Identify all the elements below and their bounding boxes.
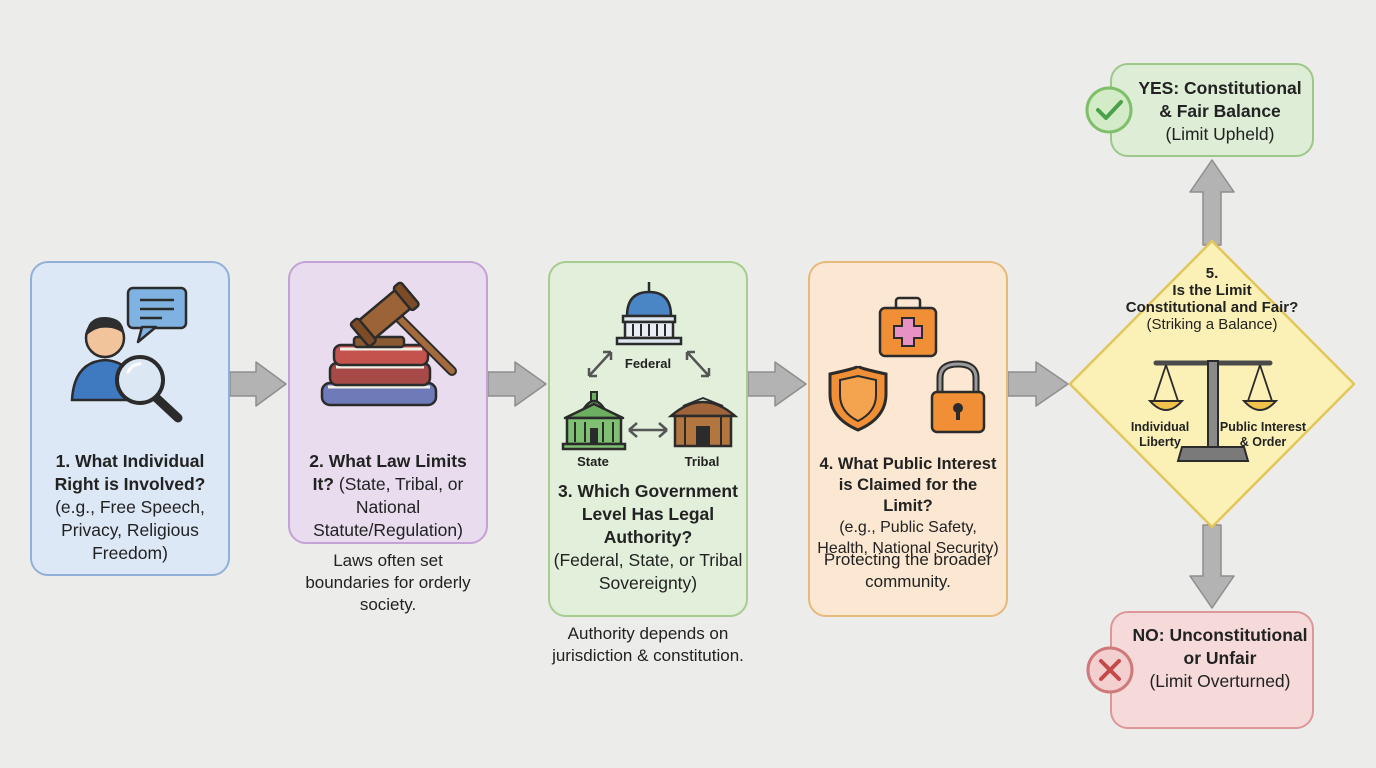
arrow-3-to-4 — [747, 361, 807, 407]
no-outcome-box — [1110, 611, 1314, 729]
padlock-icon — [930, 360, 986, 434]
x-circle-icon — [1086, 646, 1134, 694]
person-search-icon — [70, 286, 188, 423]
no-text: NO: Unconstitutional or Unfair (Limit Ov… — [1132, 624, 1308, 693]
first-aid-kit-icon — [878, 296, 938, 358]
public-interest-icons — [828, 296, 986, 434]
tribal-label: Tribal — [684, 454, 720, 469]
no-detail: (Limit Overturned) — [1149, 671, 1291, 691]
yes-text: YES: Constitutional & Fair Balance (Limi… — [1132, 77, 1308, 146]
step-1-text: 1. What Individual Right is Involved? (e… — [40, 450, 220, 565]
balance-scale-icon — [1147, 360, 1279, 462]
step-3-text: 3. Which Government Level Has Legal Auth… — [552, 480, 744, 595]
tribal-lodge-icon — [667, 397, 739, 448]
arrow-2-to-3 — [487, 361, 547, 407]
step-2-title: 2. What Law Limits It? — [309, 451, 467, 494]
step-5-title: Is the Limit Constitutional and Fair? — [1125, 282, 1299, 316]
shield-icon — [828, 364, 888, 432]
capitol-icon — [615, 282, 683, 346]
arrow-4-to-5 — [1007, 361, 1069, 407]
step-5-detail: (Striking a Balance) — [1146, 316, 1278, 333]
step-3-detail: (Federal, State, or Tribal Sovereignty) — [553, 550, 743, 593]
step-1-detail: (e.g., Free Speech, Privacy, Religious F… — [55, 497, 205, 563]
yes-outcome-box — [1110, 63, 1314, 157]
step-4-text: 4. What Public Interest is Claimed for t… — [812, 454, 1004, 559]
state-label: State — [577, 454, 609, 469]
step-3-note: Authority depends on jurisdiction & cons… — [552, 624, 744, 665]
step-2-text: 2. What Law Limits It? (State, Tribal, o… — [298, 450, 478, 542]
state-building-icon — [561, 391, 627, 451]
federal-label: Federal — [624, 356, 672, 371]
step-2-detail: (State, Tribal, or National Statute/Regu… — [313, 474, 464, 540]
step-1-title: 1. What Individual Right is Involved? — [54, 451, 206, 494]
step-4-note: Protecting the broader community. — [823, 550, 993, 591]
step-5-number: 5. — [1205, 265, 1219, 282]
step-4-detail: (e.g., Public Safety, Health, National S… — [817, 519, 999, 557]
step-5-text: 5. Is the Limit Constitutional and Fair?… — [1122, 265, 1302, 333]
government-levels-icon — [561, 282, 739, 451]
yes-detail: (Limit Upheld) — [1165, 124, 1275, 144]
public-interest-order-label: Public Interest & Order — [1219, 420, 1307, 449]
no-title: NO: Unconstitutional or Unfair — [1132, 625, 1308, 668]
step-4-title: 4. What Public Interest is Claimed for t… — [819, 455, 997, 515]
gavel-books-icon — [320, 281, 457, 407]
step-2-note: Laws often set boundaries for orderly so… — [305, 551, 471, 614]
yes-title: YES: Constitutional & Fair Balance — [1138, 78, 1302, 121]
arrow-up-to-yes — [1189, 159, 1235, 246]
individual-liberty-label: Individual Liberty — [1130, 420, 1190, 449]
arrow-1-to-2 — [229, 361, 287, 407]
step-3-title: 3. Which Government Level Has Legal Auth… — [558, 481, 738, 547]
check-circle-icon — [1085, 86, 1133, 134]
arrow-down-to-no — [1189, 524, 1235, 609]
